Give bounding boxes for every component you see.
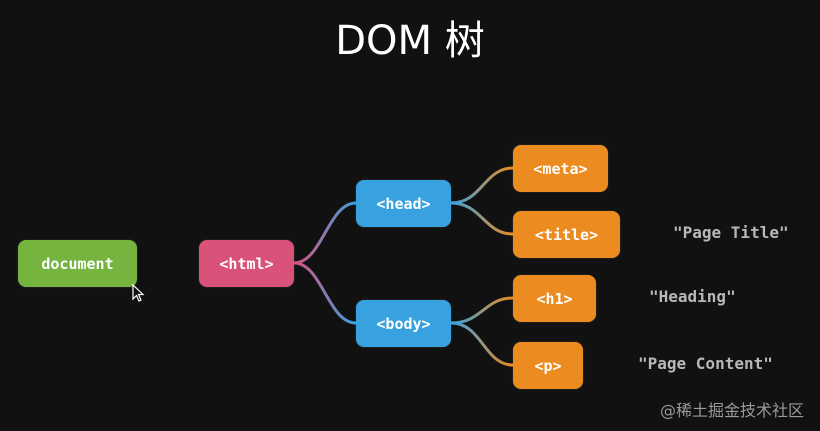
- edge-head-meta: [450, 166, 514, 205]
- edge-html-body: [293, 261, 357, 325]
- node-document: document: [18, 240, 137, 287]
- text-node-heading: "Heading": [649, 287, 736, 306]
- node-p: <p>: [513, 342, 583, 389]
- node-html: <html>: [199, 240, 294, 287]
- diagram-title: DOM 树: [335, 18, 485, 64]
- edge-html-head: [293, 201, 357, 265]
- node-title: <title>: [513, 211, 620, 258]
- edge-body-h1: [450, 296, 514, 325]
- watermark: @稀土掘金技术社区: [659, 401, 804, 420]
- text-node-page-title: "Page Title": [673, 223, 789, 242]
- edge-head-title: [450, 201, 514, 236]
- edge-body-p: [450, 321, 514, 367]
- node-meta: <meta>: [513, 145, 608, 192]
- node-h1: <h1>: [513, 275, 596, 322]
- text-node-page-content: "Page Content": [638, 354, 773, 373]
- node-body: <body>: [356, 300, 451, 347]
- node-head: <head>: [356, 180, 451, 227]
- mouse-cursor-icon: [132, 284, 145, 302]
